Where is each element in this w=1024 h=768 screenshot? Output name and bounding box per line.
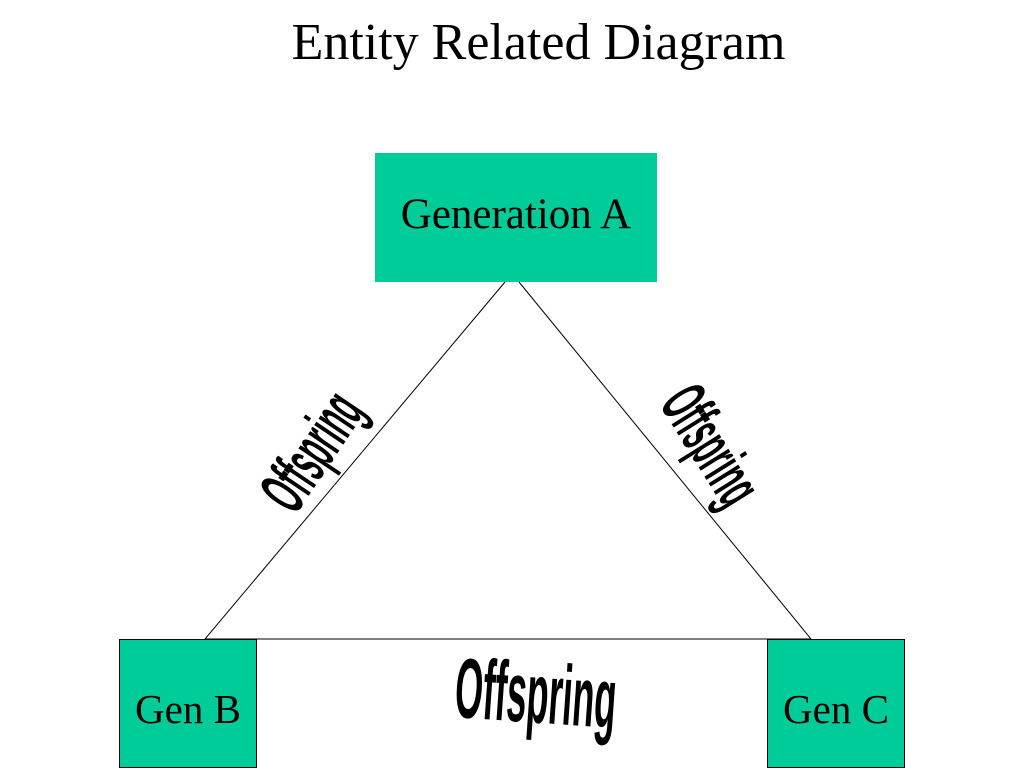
entity-gen-c-label: Gen C (783, 685, 889, 732)
connector-a-to-c (518, 281, 812, 640)
entity-generation-a-label: Generation A (400, 191, 632, 238)
relationship-label-b-c: Offspring (452, 639, 620, 747)
connector-a-to-b (204, 281, 506, 640)
entity-gen-b-label: Gen B (135, 685, 241, 732)
entity-gen-c[interactable]: Gen C (767, 639, 905, 768)
entity-generation-a[interactable]: Generation A (375, 153, 657, 282)
diagram-title: Entity Related Diagram (291, 14, 786, 71)
entity-gen-b[interactable]: Gen B (119, 639, 257, 768)
